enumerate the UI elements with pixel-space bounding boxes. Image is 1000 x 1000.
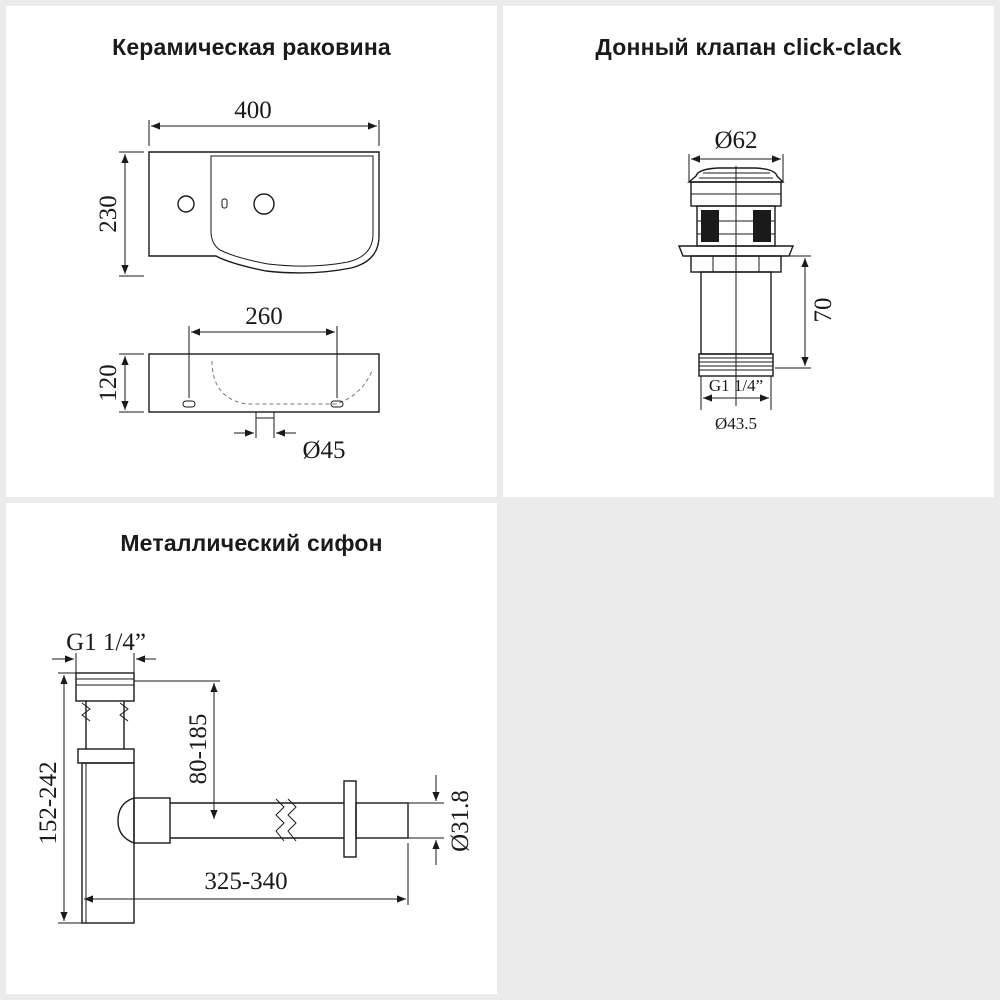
siphon-thread: G1 1/4”	[66, 629, 146, 656]
sink-drawing: 400 230 260	[95, 97, 380, 464]
siphon-panel: Металлический сифон	[6, 503, 497, 994]
sink-height-label: 120	[95, 364, 122, 402]
sink-depth-label: 230	[95, 195, 122, 233]
valve-thread: G1 1/4”	[709, 376, 763, 395]
siphon-drawing: G1 1/4” 152-242 80-185 325-340 Ø31.8	[35, 629, 474, 924]
sink-panel: Керамическая раковина 400	[6, 6, 497, 497]
sink-side-view: 260 120 Ø45	[95, 303, 380, 464]
siphon-height-range: 152-242	[35, 761, 62, 844]
siphon-title: Металлический сифон	[120, 530, 383, 556]
siphon-length-range: 325-340	[204, 868, 287, 895]
valve-panel: Донный клапан click-clack	[503, 6, 994, 497]
valve-body	[677, 166, 795, 406]
sink-width-label: 400	[234, 97, 272, 124]
valve-top-diameter: Ø62	[714, 127, 757, 154]
sink-drain-label: Ø45	[302, 437, 345, 464]
valve-title: Донный клапан click-clack	[595, 34, 902, 60]
valve-drawing: Ø62 70 G1 1/4” Ø43.5	[677, 127, 837, 433]
sink-title: Керамическая раковина	[112, 34, 391, 60]
sink-top-view: 400 230	[95, 97, 380, 277]
siphon-outlet-diameter: Ø31.8	[447, 790, 474, 852]
sink-inner-label: 260	[245, 303, 283, 330]
siphon-drop-range: 80-185	[185, 714, 212, 785]
siphon-body	[75, 672, 409, 924]
empty-panel	[503, 503, 994, 994]
valve-height: 70	[810, 298, 837, 323]
valve-bottom-diameter: Ø43.5	[715, 414, 757, 433]
